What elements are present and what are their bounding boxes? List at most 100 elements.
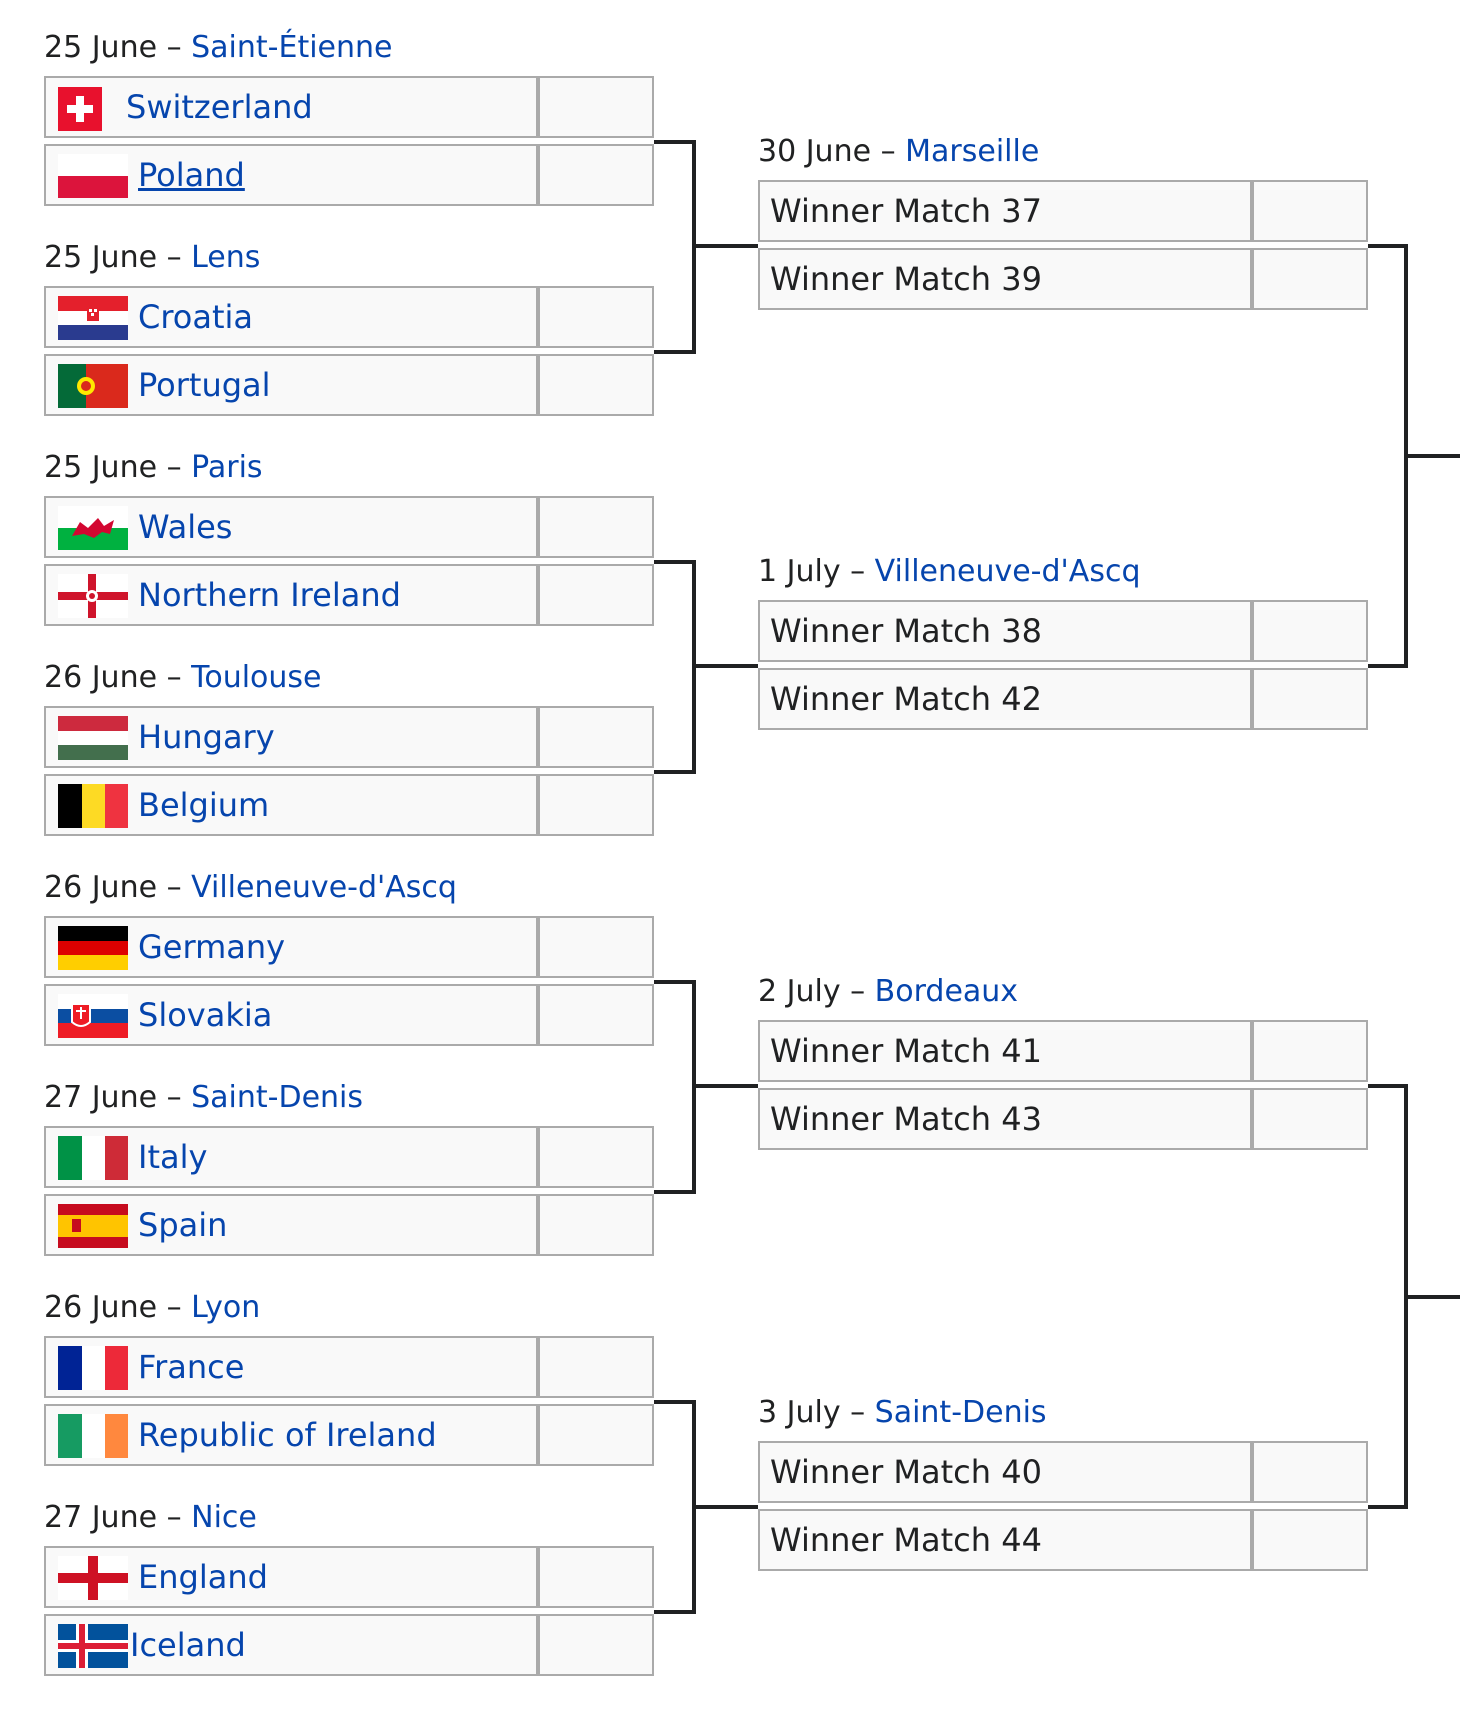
team-name[interactable]: Spain (138, 1206, 228, 1244)
team-row: Poland (44, 144, 654, 210)
team-name[interactable]: Northern Ireland (138, 576, 401, 614)
bracket-connector (654, 1610, 696, 1614)
bracket-connector (654, 560, 696, 564)
match-header-r16-5: 26 June – Villeneuve-d'Ascq (44, 868, 457, 908)
team-name[interactable]: Poland (138, 156, 245, 194)
england-flag-icon (58, 1556, 128, 1600)
qf-team-row: Winner Match 43 (758, 1088, 1368, 1154)
team-cell: Iceland (44, 1614, 538, 1676)
match-date: 2 July (758, 974, 841, 1009)
match-date: 26 June (44, 870, 158, 905)
match-header-r16-4: 26 June – Toulouse (44, 658, 322, 698)
date-venue-separator: – (157, 1080, 192, 1115)
team-row: Spain (44, 1194, 654, 1260)
team-name[interactable]: Italy (138, 1138, 208, 1176)
venue-link[interactable]: Saint-Étienne (191, 30, 393, 65)
venue-link[interactable]: Saint-Denis (874, 1395, 1047, 1430)
team-name[interactable]: Portugal (138, 366, 271, 404)
match-header-qf-4: 3 July – Saint-Denis (758, 1393, 1047, 1433)
bracket-connector (692, 664, 758, 668)
ireland-flag-icon (58, 1414, 128, 1458)
switzerland-flag-icon (58, 87, 102, 131)
team-cell: Republic of Ireland (44, 1404, 538, 1466)
team-row: Germany (44, 916, 654, 982)
team-name[interactable]: Germany (138, 928, 286, 966)
bracket-connector (1404, 454, 1460, 458)
team-name[interactable]: Switzerland (126, 88, 313, 126)
team-cell: Winner Match 43 (758, 1088, 1252, 1150)
match-header-r16-6: 27 June – Saint-Denis (44, 1078, 363, 1118)
venue-link[interactable]: Lyon (191, 1290, 261, 1325)
date-venue-separator: – (157, 30, 192, 65)
team-name: Winner Match 38 (770, 612, 1042, 650)
match-date: 25 June (44, 240, 158, 275)
score-cell (538, 354, 654, 416)
bracket-connector (1404, 1295, 1460, 1299)
match-date: 26 June (44, 1290, 158, 1325)
team-name: Winner Match 39 (770, 260, 1042, 298)
team-name[interactable]: Iceland (130, 1626, 246, 1664)
match-header-r16-2: 25 June – Lens (44, 238, 260, 278)
slovakia-flag-icon (58, 994, 128, 1038)
croatia-flag-icon (58, 296, 128, 340)
score-cell (538, 286, 654, 348)
venue-link[interactable]: Villeneuve-d'Ascq (191, 870, 457, 905)
bracket-connector (654, 980, 696, 984)
team-cell: Wales (44, 496, 538, 558)
qf-team-row: Winner Match 44 (758, 1509, 1368, 1575)
team-name[interactable]: Slovakia (138, 996, 273, 1034)
bracket-connector (654, 1400, 696, 1404)
score-cell (1252, 668, 1368, 730)
venue-link[interactable]: Lens (191, 240, 261, 275)
score-cell (538, 496, 654, 558)
score-cell (1252, 180, 1368, 242)
date-venue-separator: – (840, 554, 875, 589)
team-name[interactable]: England (138, 1558, 268, 1596)
team-name[interactable]: Republic of Ireland (138, 1416, 437, 1454)
bracket-connector (692, 244, 758, 248)
match-date: 3 July (758, 1395, 841, 1430)
score-cell (538, 774, 654, 836)
venue-link[interactable]: Nice (191, 1500, 257, 1535)
team-cell: Slovakia (44, 984, 538, 1046)
team-name[interactable]: Wales (138, 508, 233, 546)
team-cell: Germany (44, 916, 538, 978)
venue-link[interactable]: Marseille (905, 134, 1040, 169)
team-row: Croatia (44, 286, 654, 352)
team-cell: Italy (44, 1126, 538, 1188)
score-cell (538, 144, 654, 206)
score-cell (538, 1194, 654, 1256)
team-name[interactable]: Belgium (138, 786, 270, 824)
qf-team-row: Winner Match 39 (758, 248, 1368, 314)
team-cell: Winner Match 39 (758, 248, 1252, 310)
match-date: 25 June (44, 450, 158, 485)
team-name[interactable]: Croatia (138, 298, 254, 336)
date-venue-separator: – (157, 240, 192, 275)
match-header-qf-3: 2 July – Bordeaux (758, 972, 1018, 1012)
date-venue-separator: – (157, 450, 192, 485)
venue-link[interactable]: Bordeaux (874, 974, 1019, 1009)
team-row: Italy (44, 1126, 654, 1192)
venue-link[interactable]: Paris (191, 450, 263, 485)
qf-team-row: Winner Match 42 (758, 668, 1368, 734)
team-cell: Winner Match 41 (758, 1020, 1252, 1082)
match-date: 27 June (44, 1500, 158, 1535)
score-cell (538, 916, 654, 978)
score-cell (538, 984, 654, 1046)
date-venue-separator: – (157, 660, 192, 695)
match-date: 26 June (44, 660, 158, 695)
venue-link[interactable]: Villeneuve-d'Ascq (874, 554, 1141, 589)
northern-ireland-flag-icon (58, 574, 128, 618)
team-name[interactable]: Hungary (138, 718, 275, 756)
match-header-r16-8: 27 June – Nice (44, 1498, 257, 1538)
italy-flag-icon (58, 1136, 128, 1180)
venue-link[interactable]: Saint-Denis (191, 1080, 364, 1115)
score-cell (1252, 600, 1368, 662)
team-row: England (44, 1546, 654, 1612)
venue-link[interactable]: Toulouse (191, 660, 322, 695)
date-venue-separator: – (157, 1290, 192, 1325)
team-name[interactable]: France (138, 1348, 245, 1386)
qf-team-row: Winner Match 40 (758, 1441, 1368, 1507)
match-date: 1 July (758, 554, 841, 589)
team-cell: Portugal (44, 354, 538, 416)
